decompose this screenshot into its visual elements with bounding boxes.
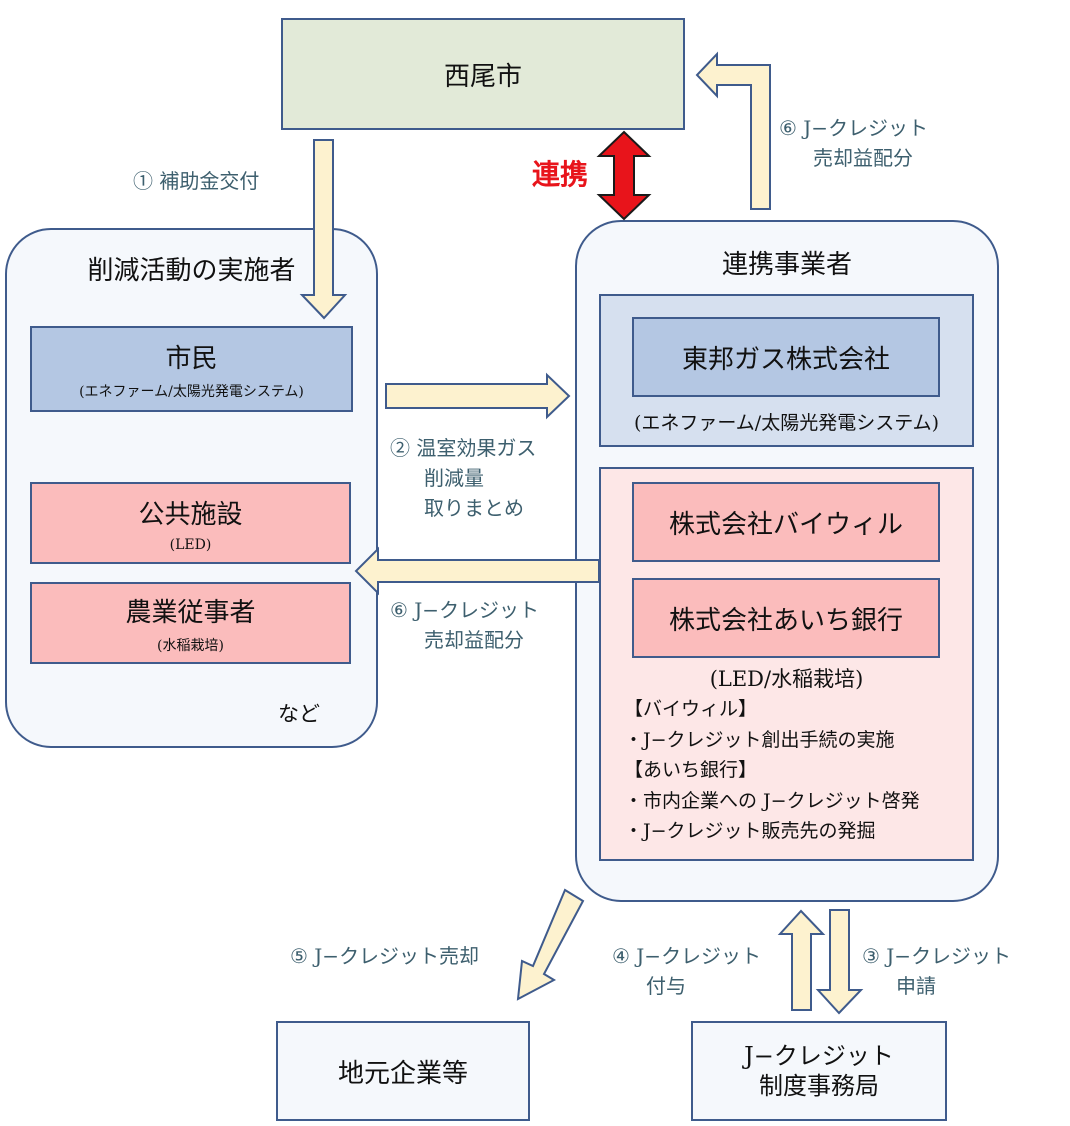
jcredit-office-line: J−クレジット bbox=[744, 1042, 894, 1070]
note-line: 【バイウィル】 bbox=[624, 698, 758, 720]
note-line: ・J−クレジット創出手続の実施 bbox=[624, 728, 895, 751]
public-facilities-sub: (LED) bbox=[169, 536, 212, 553]
arrow-step4 bbox=[777, 909, 826, 1011]
jcredit-office-box: J−クレジット 制度事務局 bbox=[691, 1021, 947, 1121]
citizens-box: 市民 (エネファーム/太陽光発電システム) bbox=[30, 326, 353, 412]
citizens-sub: (エネファーム/太陽光発電システム) bbox=[79, 383, 304, 400]
arrow-step1 bbox=[299, 139, 348, 320]
renkei-double-arrow bbox=[596, 130, 652, 221]
label-step6-top: ⑥ J−クレジット 売却益配分 bbox=[779, 116, 929, 170]
local-companies-box: 地元企業等 bbox=[276, 1021, 530, 1121]
label-step3: ③ J−クレジット 申請 bbox=[862, 944, 1012, 998]
partners-title: 連携事業者 bbox=[721, 249, 852, 280]
label-step1: ① 補助金交付 bbox=[133, 169, 260, 193]
jcredit-office-line: 制度事務局 bbox=[759, 1072, 879, 1100]
arrow-step5 bbox=[516, 888, 585, 1001]
nishio-city-label: 西尾市 bbox=[443, 61, 522, 92]
label-step4: ④ J−クレジット 付与 bbox=[612, 944, 762, 998]
toho-gas-box: 東邦ガス株式会社 bbox=[632, 317, 940, 397]
citizens-label: 市民 bbox=[165, 343, 218, 374]
public-facilities-label: 公共施設 bbox=[138, 499, 243, 530]
arrow-step2 bbox=[385, 372, 571, 420]
arrow-step6-mid bbox=[354, 546, 600, 596]
farmers-label: 農業従事者 bbox=[125, 597, 256, 628]
etc-label: など bbox=[278, 702, 320, 726]
note-line: ・市内企業への J−クレジット啓発 bbox=[624, 789, 920, 812]
toho-sub: (エネファーム/太陽光発電システム) bbox=[633, 411, 940, 434]
renkei-label: 連携 bbox=[532, 158, 589, 191]
farmers-sub: (水稲栽培) bbox=[157, 637, 224, 654]
public-facilities-box: 公共施設 (LED) bbox=[30, 482, 351, 564]
note-line: ・J−クレジット販売先の発掘 bbox=[624, 820, 876, 842]
reduction-actors-title: 削減活動の実施者 bbox=[87, 255, 296, 286]
bywill-label: 株式会社バイウィル bbox=[668, 509, 903, 540]
label-step2: ② 温室効果ガス 削減量 取りまとめ bbox=[390, 436, 537, 520]
arrow-step6-top bbox=[695, 51, 771, 210]
note-line: 【あいち銀行】 bbox=[624, 759, 758, 781]
farmers-box: 農業従事者 (水稲栽培) bbox=[30, 582, 351, 664]
partner-notes: 【バイウィル】 ・J−クレジット創出手続の実施 【あいち銀行】 ・市内企業への … bbox=[624, 694, 969, 847]
label-step5: ⑤ J−クレジット売却 bbox=[290, 944, 480, 968]
local-companies-label: 地元企業等 bbox=[337, 1058, 468, 1089]
bywill-box: 株式会社バイウィル bbox=[632, 482, 940, 562]
aichi-bank-label: 株式会社あいち銀行 bbox=[668, 605, 903, 636]
aichi-bank-box: 株式会社あいち銀行 bbox=[632, 578, 940, 658]
pink-sub: (LED/水稲栽培) bbox=[709, 667, 864, 691]
label-step6-mid: ⑥ J−クレジット 売却益配分 bbox=[390, 598, 540, 652]
arrow-step3 bbox=[815, 909, 864, 1015]
toho-gas-label: 東邦ガス株式会社 bbox=[681, 344, 890, 375]
nishio-city-box: 西尾市 bbox=[281, 18, 685, 130]
